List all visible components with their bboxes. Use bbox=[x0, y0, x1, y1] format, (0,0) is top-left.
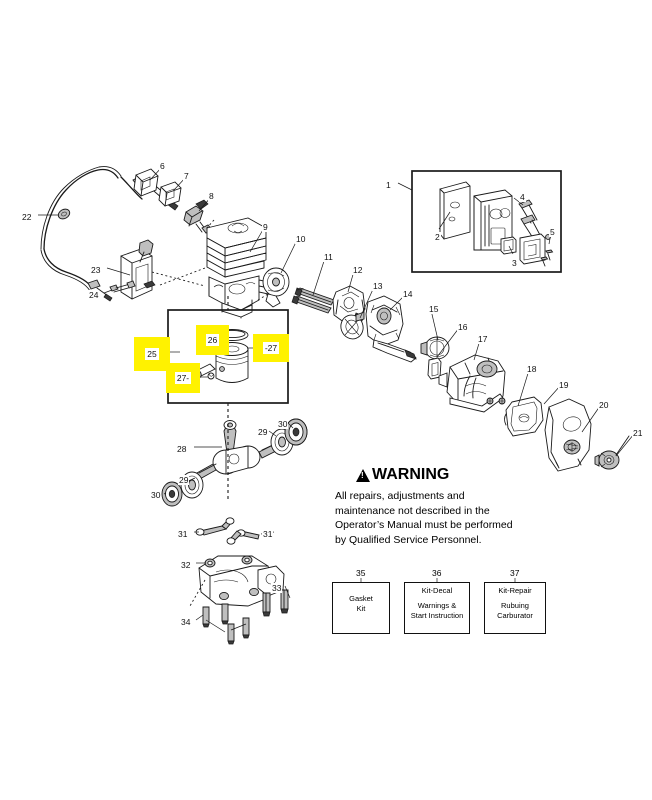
highlight-label: 25 bbox=[145, 348, 159, 360]
part-11-rods bbox=[291, 287, 335, 314]
callout-number-20: 20 bbox=[598, 400, 610, 410]
part-18-screws bbox=[486, 397, 506, 405]
part-15-knob bbox=[420, 336, 450, 360]
muffler-bolts bbox=[518, 199, 541, 239]
kit-body: Rubuing Carburator bbox=[497, 601, 533, 620]
part-24-screw bbox=[109, 280, 136, 293]
callout-number-22: 22 bbox=[21, 212, 33, 222]
kit-box-35[interactable]: Gasket Kit bbox=[332, 582, 390, 634]
warning-title: WARNING bbox=[372, 466, 450, 483]
kit-title: Kit-Decal bbox=[421, 586, 453, 595]
part-31-linkages bbox=[195, 517, 260, 545]
callout-number-8: 8 bbox=[208, 191, 215, 201]
leader-lines bbox=[38, 166, 635, 621]
assembly-hint-lines bbox=[151, 219, 306, 301]
part-14-carburetor bbox=[355, 295, 417, 363]
part-32-crankcase bbox=[189, 555, 285, 607]
kit-number-36: 36 bbox=[431, 568, 443, 578]
part-34-screws bbox=[202, 603, 250, 645]
callout-number-30: 30 bbox=[150, 490, 162, 500]
spark-plug bbox=[183, 199, 213, 234]
callout-number-19: 19 bbox=[558, 380, 570, 390]
warning-block: ! WARNING All repairs, adjustments and m… bbox=[335, 466, 520, 547]
hl-27-right[interactable]: -27 bbox=[253, 334, 289, 362]
callout-number-21: 21 bbox=[632, 428, 644, 438]
hl-27-left[interactable]: 27- bbox=[166, 363, 200, 393]
callout-number-11: 11 bbox=[323, 252, 334, 262]
bearings-and-seals bbox=[161, 418, 308, 507]
callout-number-5: 5 bbox=[549, 227, 556, 237]
hl-25[interactable]: 25 bbox=[134, 337, 170, 371]
callout-number-31: 31 bbox=[177, 529, 189, 539]
hl-26[interactable]: 26 bbox=[196, 325, 229, 355]
callout-number-9: 9 bbox=[262, 222, 269, 232]
callout-number-23: 23 bbox=[90, 265, 102, 275]
kit-body: Warnings & Start Instruction bbox=[410, 601, 464, 620]
callout-number-16: 16 bbox=[457, 322, 469, 332]
callout-number-13: 13 bbox=[372, 281, 384, 291]
callout-number-1: 1 bbox=[385, 180, 392, 190]
part-20-cover bbox=[544, 398, 592, 472]
warning-body: All repairs, adjustments and maintenance… bbox=[335, 490, 513, 546]
highlight-label: -27 bbox=[262, 342, 280, 354]
callout-number-2: 2 bbox=[434, 232, 441, 242]
callout-number-10: 10 bbox=[295, 234, 307, 244]
part-33-screws bbox=[262, 589, 289, 617]
part-10-pulley bbox=[262, 267, 290, 308]
callout-number-7: 7 bbox=[183, 171, 190, 181]
warning-triangle-icon: ! bbox=[356, 468, 370, 482]
callout-number-15: 15 bbox=[428, 304, 440, 314]
kit-number-37: 37 bbox=[509, 568, 521, 578]
kit-body: Gasket Kit bbox=[349, 594, 373, 613]
callout-number-33: 33 bbox=[271, 583, 283, 593]
callout-number-30b: 30 bbox=[277, 419, 289, 429]
callout-number-6: 6 bbox=[159, 161, 166, 171]
callout-number-32: 32 bbox=[180, 560, 192, 570]
fuel-line-assembly bbox=[40, 166, 179, 302]
part-17-housing bbox=[438, 354, 506, 413]
kit-title: Kit-Repair bbox=[498, 586, 532, 595]
warning-exclamation: ! bbox=[361, 470, 364, 480]
callout-number-28: 28 bbox=[176, 444, 188, 454]
callout-number-17: 17 bbox=[477, 334, 489, 344]
highlight-label: 26 bbox=[205, 334, 220, 346]
callout-number-4: 4 bbox=[519, 192, 526, 202]
callout-number-31b: 31 bbox=[262, 529, 274, 539]
callout-number-12: 12 bbox=[352, 265, 364, 275]
callout-number-3: 3 bbox=[511, 258, 518, 268]
part-21-knob bbox=[594, 435, 630, 470]
callout-number-29b: 29 bbox=[257, 427, 269, 437]
callout-number-29: 29 bbox=[178, 475, 190, 485]
callout-number-18: 18 bbox=[526, 364, 538, 374]
crankshaft-assembly bbox=[187, 420, 288, 483]
callout-number-34: 34 bbox=[180, 617, 192, 627]
part-23-ignition-module bbox=[120, 239, 156, 300]
callout-number-24: 24 bbox=[88, 290, 100, 300]
callout-number-14: 14 bbox=[402, 289, 414, 299]
highlight-label: 27- bbox=[174, 372, 192, 384]
warning-title-row: ! WARNING bbox=[356, 466, 520, 484]
muffler-group-box bbox=[411, 170, 562, 273]
part-19-filter bbox=[504, 396, 544, 437]
kit-number-35: 35 bbox=[355, 568, 367, 578]
